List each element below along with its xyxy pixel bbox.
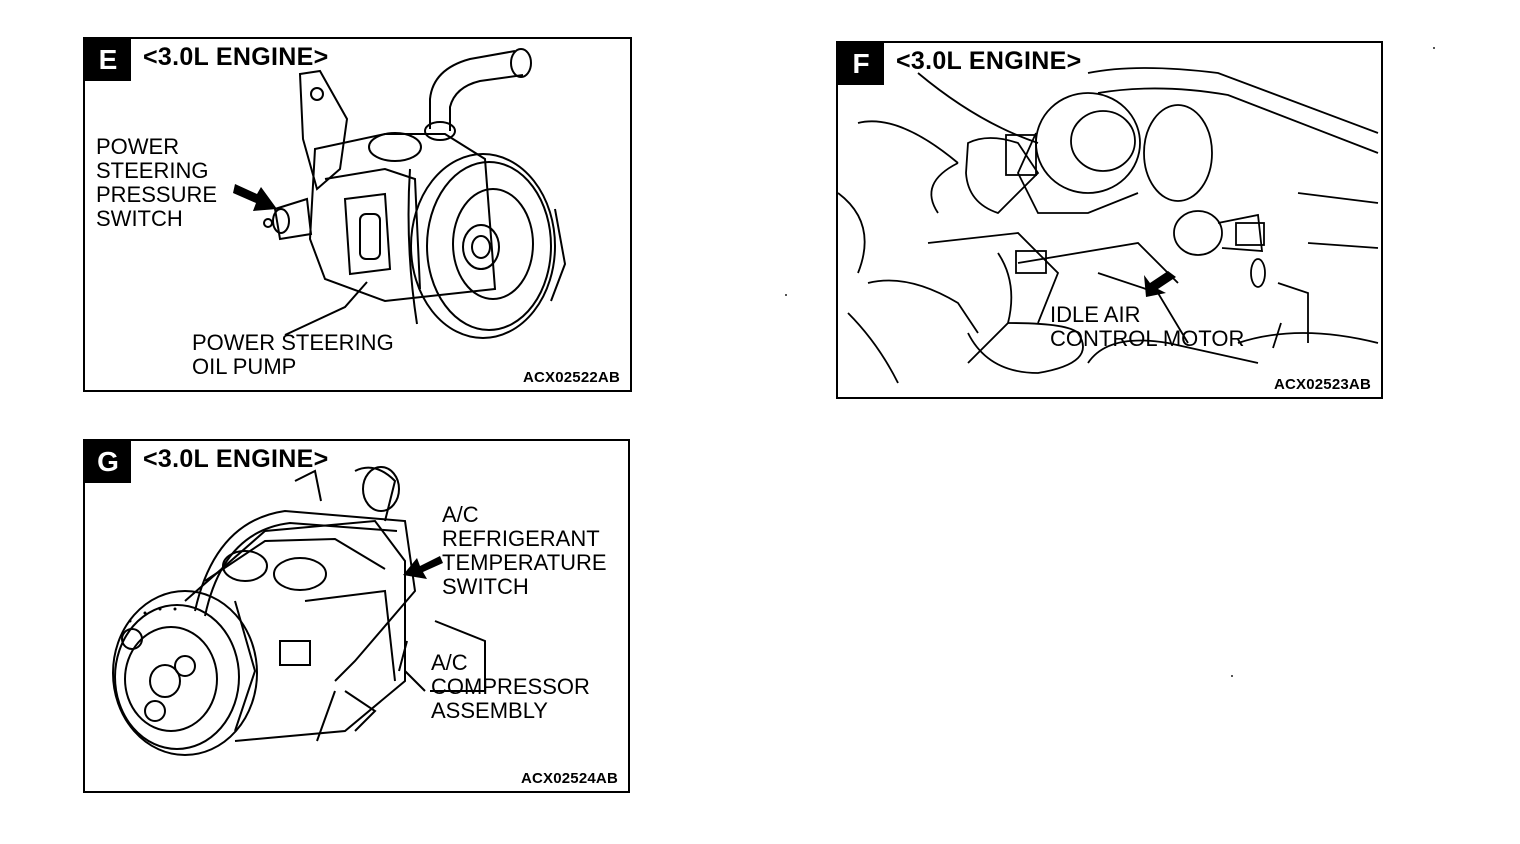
- panel-g: G <3.0L ENGINE> A/C REFRIGERANT TEMPERAT…: [83, 439, 630, 793]
- panel-f: F <3.0L ENGINE> IDLE AIR CONTROL MOTOR A…: [836, 41, 1383, 399]
- figure-code: ACX02524AB: [520, 770, 618, 787]
- panel-letter-badge: F: [838, 43, 884, 85]
- figure-code: ACX02522AB: [522, 369, 620, 386]
- scan-speck: [1231, 675, 1233, 677]
- idle-air-control-motor-label: IDLE AIR CONTROL MOTOR: [1050, 302, 1245, 351]
- compressor-assembly-label: A/C COMPRESSOR ASSEMBLY: [431, 650, 590, 723]
- engine-title: <3.0L ENGINE>: [896, 47, 1082, 75]
- scan-speck: [1433, 47, 1435, 49]
- ac-compressor-icon: [112, 466, 486, 756]
- scan-speck: [785, 294, 787, 296]
- engine-title: <3.0L ENGINE>: [143, 43, 329, 71]
- power-steering-pump-icon: [233, 48, 567, 339]
- refrigerant-temperature-switch-label: A/C REFRIGERANT TEMPERATURE SWITCH: [442, 502, 607, 599]
- panel-letter-badge: G: [85, 441, 131, 483]
- figure-code: ACX02523AB: [1273, 376, 1371, 393]
- idle-air-control-motor-icon: [838, 67, 1379, 384]
- panel-e: E <3.0L ENGINE> POWER STEERING PRESSURE …: [83, 37, 632, 392]
- panel-letter-badge: E: [85, 39, 131, 81]
- pressure-switch-label: POWER STEERING PRESSURE SWITCH: [96, 134, 218, 231]
- engine-title: <3.0L ENGINE>: [143, 445, 329, 473]
- oil-pump-label: POWER STEERING OIL PUMP: [192, 330, 394, 379]
